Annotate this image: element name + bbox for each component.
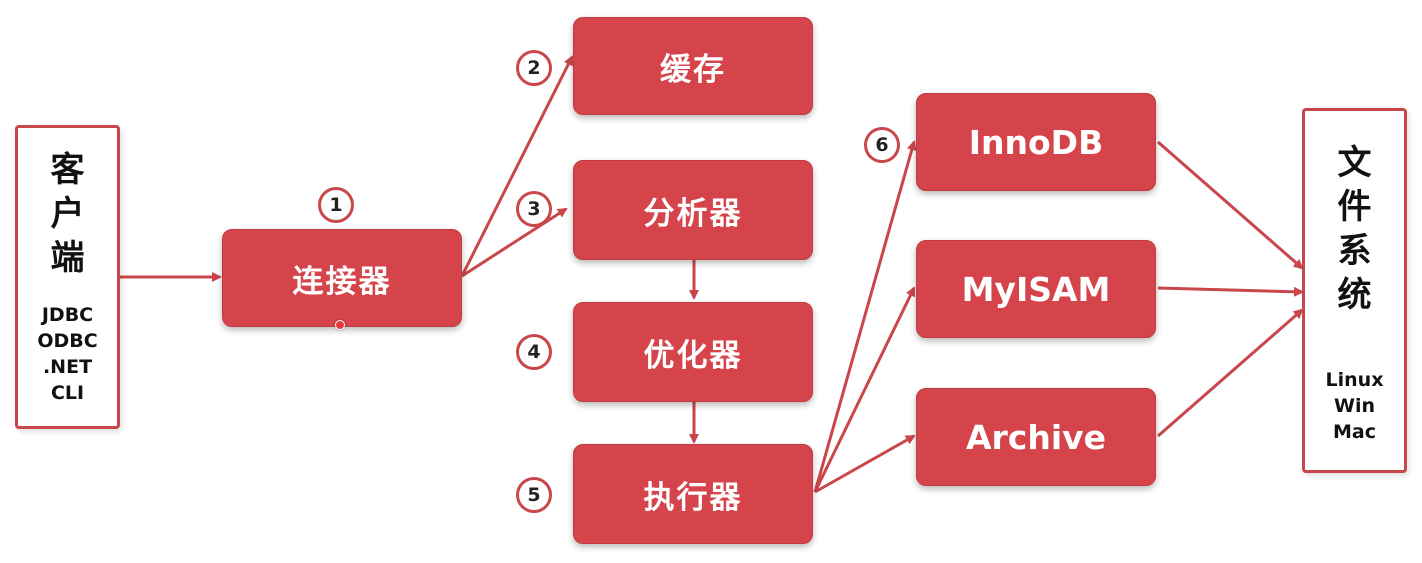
arrow-myisam-to-filesystem [1157,286,1304,297]
executor-node: 执行器 [573,444,813,544]
filesystem-title-char-4: 统 [1337,275,1372,315]
step-6-badge: 6 [864,127,900,163]
client-box: 客 户 端 JDBC ODBC .NET CLI [15,125,120,429]
driver-jdbc: JDBC [41,304,94,326]
os-mac: Mac [1333,421,1376,443]
filesystem-title-char-2: 件 [1337,187,1372,227]
analyzer-node: 分析器 [573,160,813,260]
arrow-connector-to-analyzer [461,207,568,278]
arrow-innodb-to-filesystem [1157,140,1304,270]
os-win: Win [1334,395,1375,417]
step-5-badge: 5 [516,477,552,513]
step-3-badge: 3 [516,191,552,227]
driver-dotnet: .NET [42,356,93,378]
connector-node: 连接器 [222,229,462,327]
arrow-connector-to-cache [460,55,574,277]
client-title-char-3: 端 [50,238,85,278]
driver-cli: CLI [50,382,85,404]
arrow-executor-to-innodb [813,140,917,493]
os-linux: Linux [1325,369,1384,391]
archive-node: Archive [916,388,1156,486]
step-4-badge: 4 [516,334,552,370]
mouse-cursor-indicator [335,320,345,330]
driver-odbc: ODBC [37,330,98,352]
filesystem-box: 文 件 系 统 Linux Win Mac [1302,108,1407,473]
cache-node: 缓存 [573,17,813,115]
arrow-archive-to-filesystem [1157,308,1304,438]
client-title-char-1: 客 [50,150,85,190]
filesystem-title-char-3: 系 [1337,231,1372,271]
client-title-char-2: 户 [50,194,85,234]
arrow-executor-to-myisam [813,286,916,493]
step-1-badge: 1 [318,187,354,223]
optimizer-node: 优化器 [573,302,813,402]
filesystem-title-char-1: 文 [1337,143,1372,183]
step-2-badge: 2 [516,50,552,86]
myisam-node: MyISAM [916,240,1156,338]
arrow-executor-to-archive [814,434,916,494]
innodb-node: InnoDB [916,93,1156,191]
